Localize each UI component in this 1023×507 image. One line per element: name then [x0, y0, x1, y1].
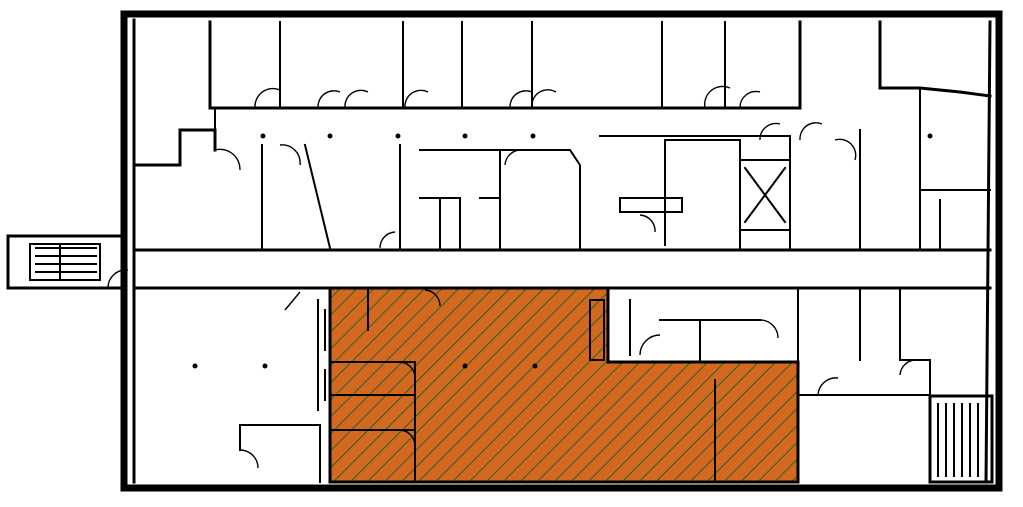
east-stair [928, 394, 994, 484]
highlight-interior-walls [329, 289, 716, 483]
south-core [239, 287, 931, 483]
highlighted-space[interactable] [328, 286, 800, 484]
west-stair [6, 234, 126, 290]
middle-offices [132, 107, 941, 250]
column-markers [192, 133, 933, 369]
north-offices [208, 20, 992, 191]
